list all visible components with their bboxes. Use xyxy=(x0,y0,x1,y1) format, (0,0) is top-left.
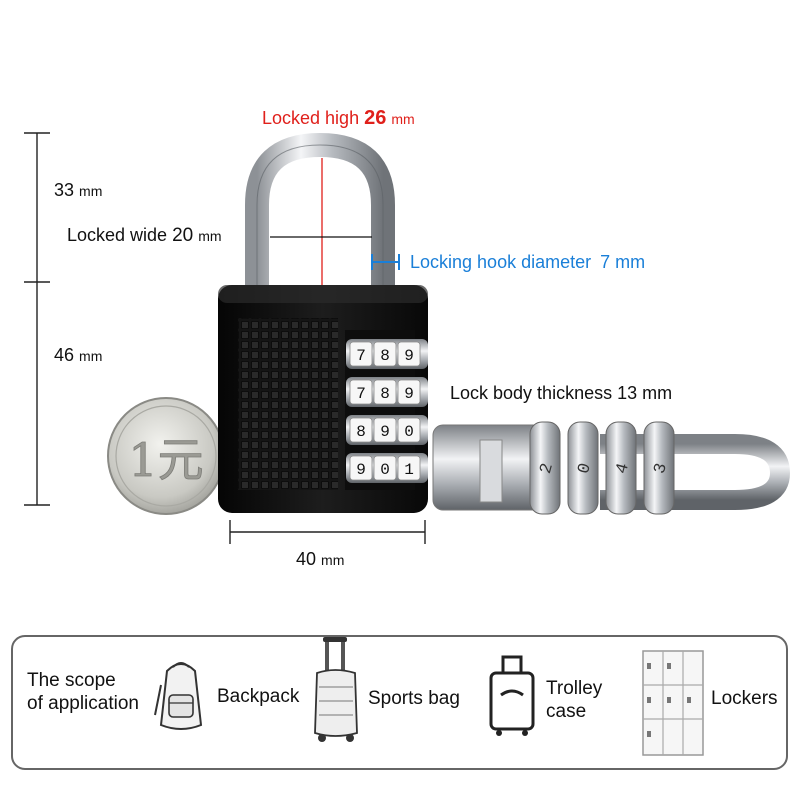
lockers-label: Lockers xyxy=(711,687,778,710)
hook-diameter-marker xyxy=(371,254,400,270)
dial-cell xyxy=(397,379,421,405)
hook-diameter-unit: mm xyxy=(615,252,646,272)
dial-digit: 8 xyxy=(356,423,366,441)
dial-digit: 7 xyxy=(356,347,366,365)
side-dial-wheel xyxy=(643,421,675,515)
side-dial-digit: 4 xyxy=(613,461,634,476)
backpack-label-text: Backpack xyxy=(217,686,300,707)
dial-digit: 0 xyxy=(380,461,390,479)
coin-denomination: 1元 xyxy=(128,433,203,487)
scope-title-line2: of application xyxy=(27,693,139,714)
dial-digit: 8 xyxy=(380,347,390,365)
dial-cell xyxy=(397,455,421,481)
dial-cell xyxy=(349,417,373,443)
side-dial-digit: 2 xyxy=(537,461,558,476)
backpack-icon xyxy=(154,662,203,730)
height-dimension-line xyxy=(24,132,50,506)
shackle xyxy=(245,132,395,300)
sports-bag-icon xyxy=(314,637,358,742)
locked-wide-label: Locked wide 20 mm xyxy=(67,225,222,247)
side-shackle xyxy=(600,434,791,510)
dial-digit: 9 xyxy=(404,385,414,403)
trolley-case-label: Trolley case xyxy=(546,677,602,723)
side-dial-digit: 3 xyxy=(651,461,672,476)
scope-title: The scope of application xyxy=(27,669,139,715)
hook-diameter-text: Locking hook diameter xyxy=(410,252,592,272)
side-dial-wheel xyxy=(529,421,561,515)
dial-cell xyxy=(373,455,397,481)
dial-digit: 1 xyxy=(404,461,414,479)
dial-cell xyxy=(373,379,397,405)
hook-diameter-label: Locking hook diameter 7 mm xyxy=(410,252,645,273)
body-width-value: 40 xyxy=(296,549,317,569)
backpack-label: Backpack xyxy=(217,685,299,708)
body-width-unit: mm xyxy=(321,552,345,568)
locked-high-text: Locked high xyxy=(262,108,360,128)
lockers-icon xyxy=(642,650,704,756)
scope-title-line1: The scope xyxy=(27,670,116,691)
side-dial-wheel xyxy=(567,421,599,515)
body-thickness-label: Lock body thickness 13 mm xyxy=(450,383,673,403)
side-dial-wheel xyxy=(605,421,637,515)
lockers-label-text: Lockers xyxy=(711,688,778,709)
trolley-case-label-line2: case xyxy=(546,701,587,722)
body-width-label: 40 mm xyxy=(296,549,344,570)
hook-diameter-value: 7 xyxy=(600,252,611,272)
dial-digit: 9 xyxy=(380,423,390,441)
locked-high-label: Locked high 26 mm xyxy=(262,107,415,130)
body-height-unit: mm xyxy=(79,348,103,364)
locked-high-unit: mm xyxy=(391,111,415,127)
trolley-case-label-line1: Trolley xyxy=(546,678,603,699)
locked-wide-unit: mm xyxy=(198,228,222,244)
coin: 1元 xyxy=(107,397,225,515)
dial-cell xyxy=(349,379,373,405)
width-dimension-line xyxy=(229,520,426,544)
sports-bag-label: Sports bag xyxy=(368,687,460,710)
dial-digit: 8 xyxy=(380,385,390,403)
trolley-case-icon xyxy=(489,655,535,736)
side-dial-digit: 0 xyxy=(575,461,596,476)
dial-digit: 9 xyxy=(356,461,366,479)
locked-wide-text: Locked wide xyxy=(67,225,168,245)
dial-cell xyxy=(349,455,373,481)
body-height-label: 46 mm xyxy=(54,345,102,366)
dial-cell xyxy=(397,417,421,443)
upper-height-value: 33 xyxy=(54,180,75,200)
locked-high-value: 26 xyxy=(364,107,387,129)
dial-cell xyxy=(349,341,373,367)
dial-digit: 9 xyxy=(404,347,414,365)
dial-cell xyxy=(397,341,421,367)
sports-bag-label-text: Sports bag xyxy=(368,688,460,709)
dial-digit: 0 xyxy=(404,423,414,441)
body-height-value: 46 xyxy=(54,345,75,365)
application-scope-panel: The scope of application Backpack Sports… xyxy=(11,635,788,770)
upper-height-label: 33 mm xyxy=(54,180,102,201)
dial-cell xyxy=(373,417,397,443)
upper-height-unit: mm xyxy=(79,183,103,199)
dial-cell xyxy=(373,341,397,367)
locked-wide-value: 20 xyxy=(172,225,194,246)
dial-digit: 7 xyxy=(356,385,366,403)
